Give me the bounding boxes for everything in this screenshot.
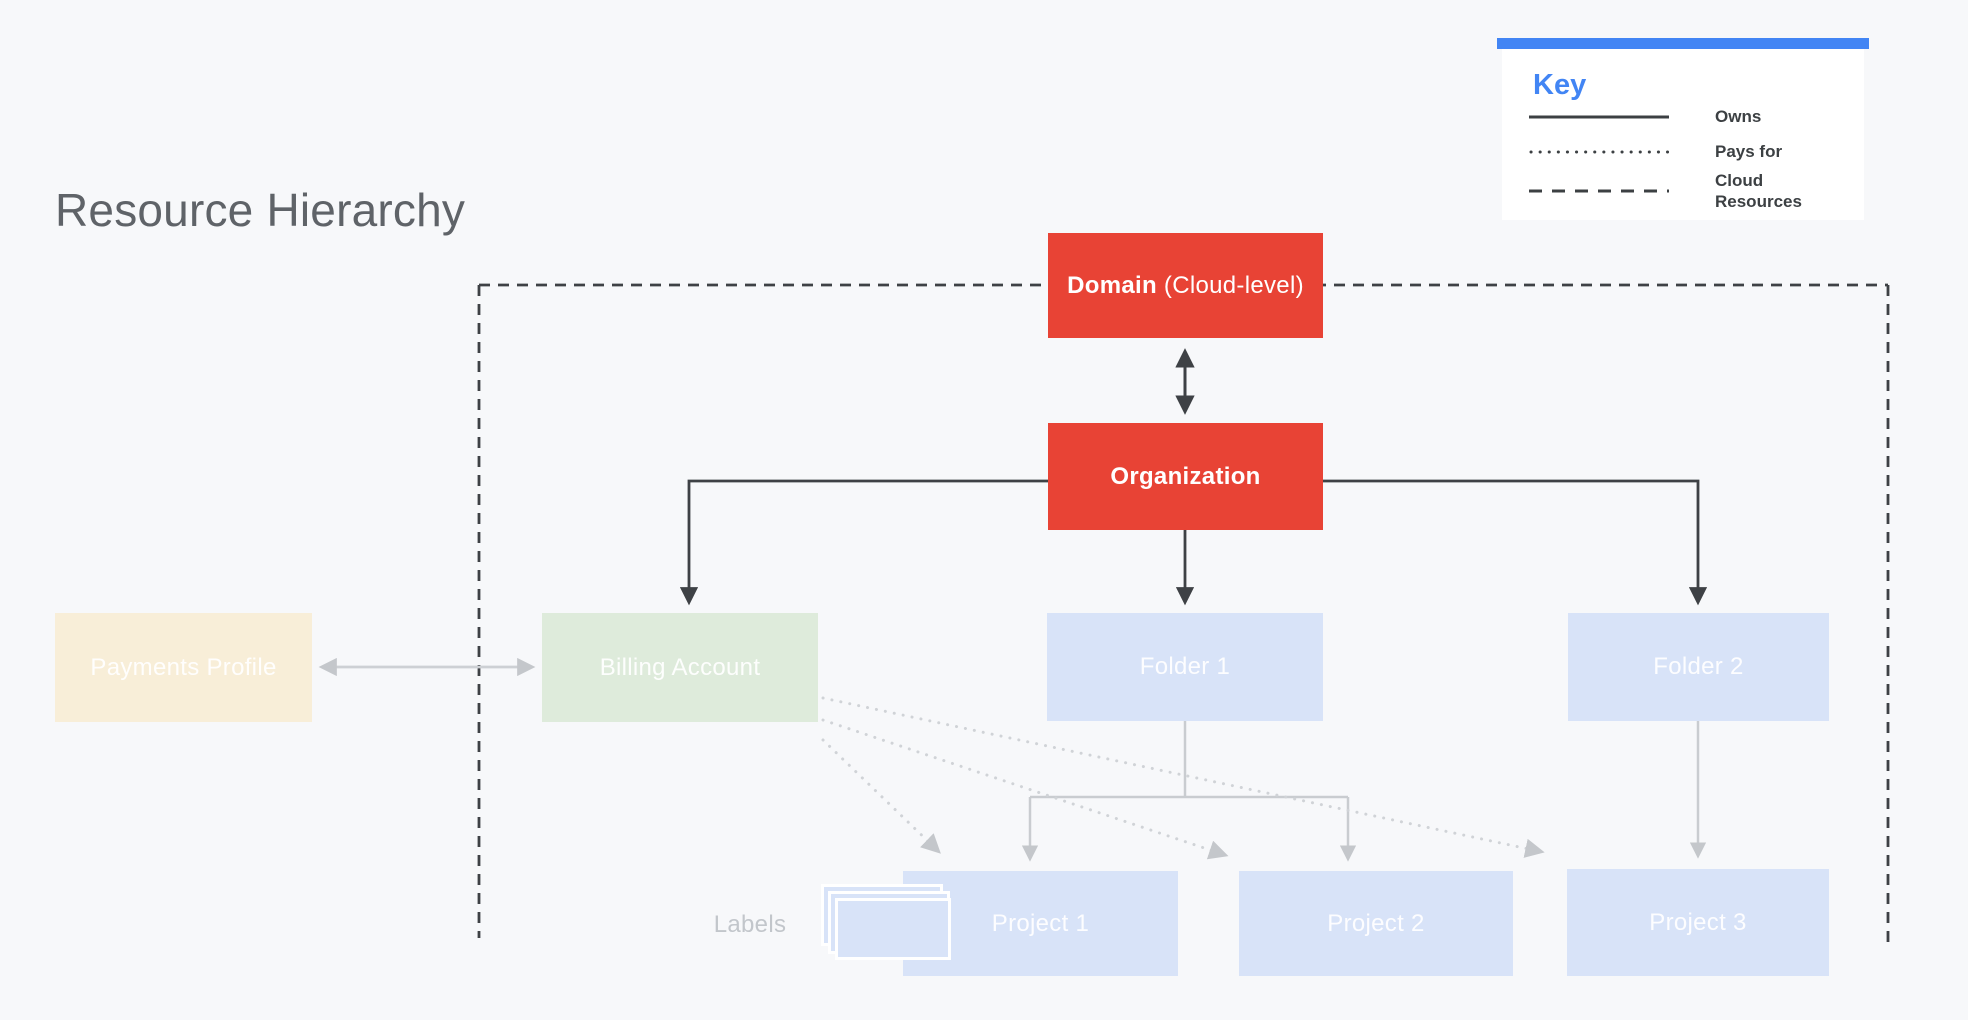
key-row-cloud-resources: Cloud Resources xyxy=(1529,170,1815,213)
edge-billing-project2 xyxy=(821,718,1229,860)
key-label-cloud-resources: Cloud Resources xyxy=(1715,171,1802,212)
node-project-3: Project 3 xyxy=(1567,869,1829,976)
key-row-pays-for: Pays for xyxy=(1529,141,1815,162)
organization-label: Organization xyxy=(1110,462,1261,490)
labels-caption: Labels xyxy=(713,911,787,938)
node-billing-account: Billing Account xyxy=(542,613,818,722)
edge-folder1-connector xyxy=(1030,721,1348,799)
edge-organization-billing xyxy=(679,479,1048,606)
project-1-label: Project 1 xyxy=(991,909,1090,937)
labels-stack-icon xyxy=(835,898,951,960)
edge-billing-project1 xyxy=(821,738,941,854)
edge-billing-project3 xyxy=(821,696,1545,858)
key-heading: Key xyxy=(1533,69,1587,101)
node-folder-1: Folder 1 xyxy=(1047,613,1323,721)
node-payments-profile: Payments Profile xyxy=(55,613,312,722)
solid-line-sample-icon xyxy=(1529,115,1669,119)
node-folder-2: Folder 2 xyxy=(1568,613,1829,721)
node-project-2: Project 2 xyxy=(1239,871,1513,976)
project-3-label: Project 3 xyxy=(1649,908,1747,936)
dashed-line-sample-icon xyxy=(1529,189,1669,193)
payments-profile-label: Payments Profile xyxy=(90,653,277,681)
billing-account-label: Billing Account xyxy=(599,653,761,681)
folder-1-label: Folder 1 xyxy=(1139,653,1231,680)
node-organization: Organization xyxy=(1048,423,1323,530)
key-accent-bar xyxy=(1497,38,1869,49)
project-2-label: Project 2 xyxy=(1327,909,1425,937)
key-label-pays-for: Pays for xyxy=(1715,142,1783,161)
domain-label: Domain xyxy=(1067,271,1157,299)
dotted-line-sample-icon xyxy=(1529,150,1669,154)
domain-sublabel: (Cloud-level) xyxy=(1163,271,1304,299)
edge-organization-folder2 xyxy=(1323,479,1708,606)
node-domain: Domain(Cloud-level) xyxy=(1048,233,1323,338)
folder-2-label: Folder 2 xyxy=(1653,653,1744,680)
key-panel: Key Owns Pays for Cloud Resources xyxy=(1502,49,1864,220)
key-label-owns: Owns xyxy=(1715,107,1762,126)
key-row-owns: Owns xyxy=(1529,106,1815,127)
page-title: Resource Hierarchy xyxy=(55,184,466,236)
